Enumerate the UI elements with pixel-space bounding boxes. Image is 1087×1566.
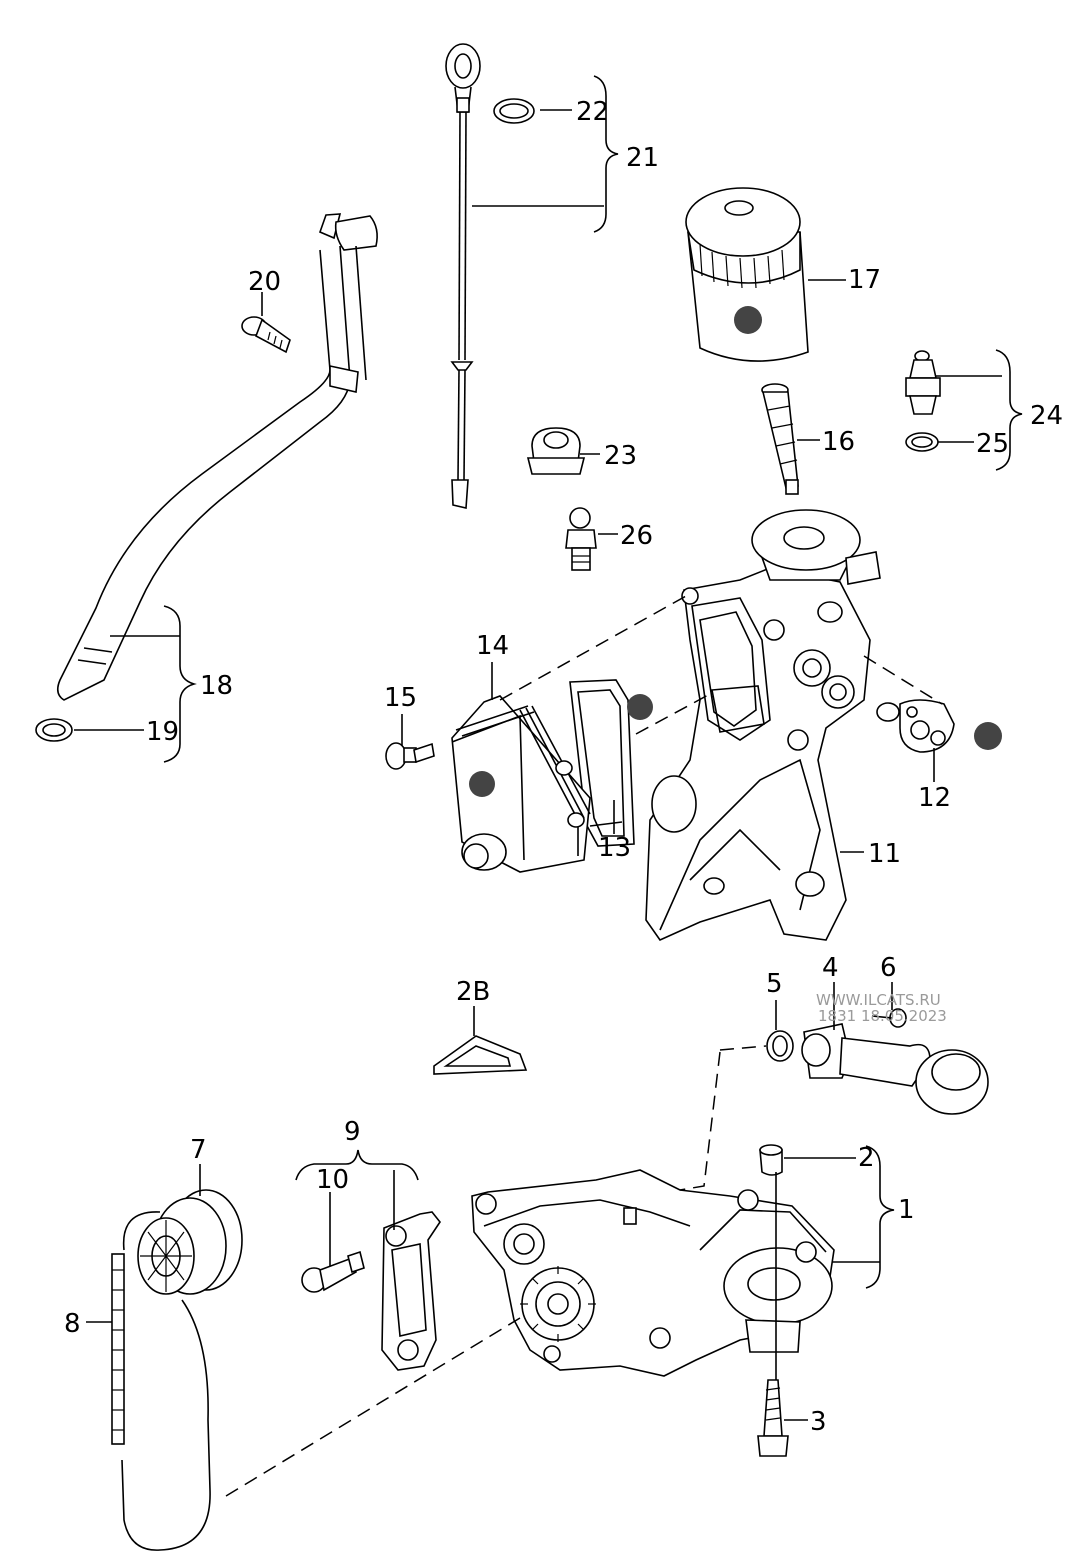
o-ring-19 xyxy=(35,718,73,742)
callout-11: 11 xyxy=(868,839,901,869)
sleeve-2 xyxy=(759,1144,783,1176)
callout-6: 6 xyxy=(880,953,897,983)
leader-lines xyxy=(74,75,1023,1421)
watermark: WWW.ILCATS.RU 1831 18.05.2023 xyxy=(816,991,947,1025)
plug-23 xyxy=(526,427,586,475)
timing-chain xyxy=(111,1211,211,1551)
callout-22: 22 xyxy=(576,97,609,127)
oil-cooler xyxy=(451,695,591,873)
callout-19: 19 xyxy=(146,717,179,747)
gasket-12 xyxy=(876,699,1002,753)
callout-21: 21 xyxy=(626,143,659,173)
marker-dot xyxy=(734,306,762,334)
callout-8: 8 xyxy=(64,1309,81,1339)
callout-15: 15 xyxy=(384,683,417,713)
callout-labels: 22 21 20 17 24 16 25 23 26 14 18 15 19 1… xyxy=(64,97,1063,1437)
filter-bracket xyxy=(645,509,881,942)
callout-9: 9 xyxy=(344,1117,361,1147)
marker-dot xyxy=(974,722,1002,750)
valve-24 xyxy=(905,350,941,415)
callout-16: 16 xyxy=(822,427,855,457)
callout-1: 1 xyxy=(898,1195,915,1225)
callout-4: 4 xyxy=(822,953,839,983)
bolt-20 xyxy=(241,316,291,354)
bolt-15 xyxy=(385,742,435,770)
callout-23: 23 xyxy=(604,441,637,471)
gasket-2b xyxy=(433,1035,528,1075)
bolt-3 xyxy=(757,1379,789,1457)
oil-filter xyxy=(685,187,809,362)
guide-tube xyxy=(56,213,378,701)
callout-2b: 2B xyxy=(456,977,490,1007)
watermark-stamp: 1831 18.05.2023 xyxy=(818,1007,947,1025)
callout-20: 20 xyxy=(248,267,281,297)
filter-element-16 xyxy=(761,383,799,495)
assembly-lines xyxy=(225,595,943,1497)
callout-26: 26 xyxy=(620,521,653,551)
callout-18: 18 xyxy=(200,671,233,701)
o-ring-25 xyxy=(905,432,939,452)
dipstick xyxy=(445,43,481,509)
callout-17: 17 xyxy=(848,265,881,295)
callout-7: 7 xyxy=(190,1135,207,1165)
marker-dot xyxy=(627,694,653,720)
chain-sprocket xyxy=(137,1189,243,1295)
callout-25: 25 xyxy=(976,429,1009,459)
watermark-site: WWW.ILCATS.RU xyxy=(816,991,941,1009)
callout-12: 12 xyxy=(918,783,951,813)
marker-dot xyxy=(469,771,495,797)
oil-pump xyxy=(471,1169,835,1377)
callout-13: 13 xyxy=(598,833,631,863)
callout-2: 2 xyxy=(858,1143,875,1173)
callout-24: 24 xyxy=(1030,401,1063,431)
callout-10: 10 xyxy=(316,1165,349,1195)
callout-5: 5 xyxy=(766,969,783,999)
callout-3: 3 xyxy=(810,1407,827,1437)
oil-pickup xyxy=(766,1008,989,1115)
bolt-10 xyxy=(301,1250,365,1293)
pressure-switch-26 xyxy=(565,507,597,571)
callout-14: 14 xyxy=(476,631,509,661)
o-ring-22 xyxy=(493,98,535,124)
chain-tensioner xyxy=(381,1211,441,1371)
